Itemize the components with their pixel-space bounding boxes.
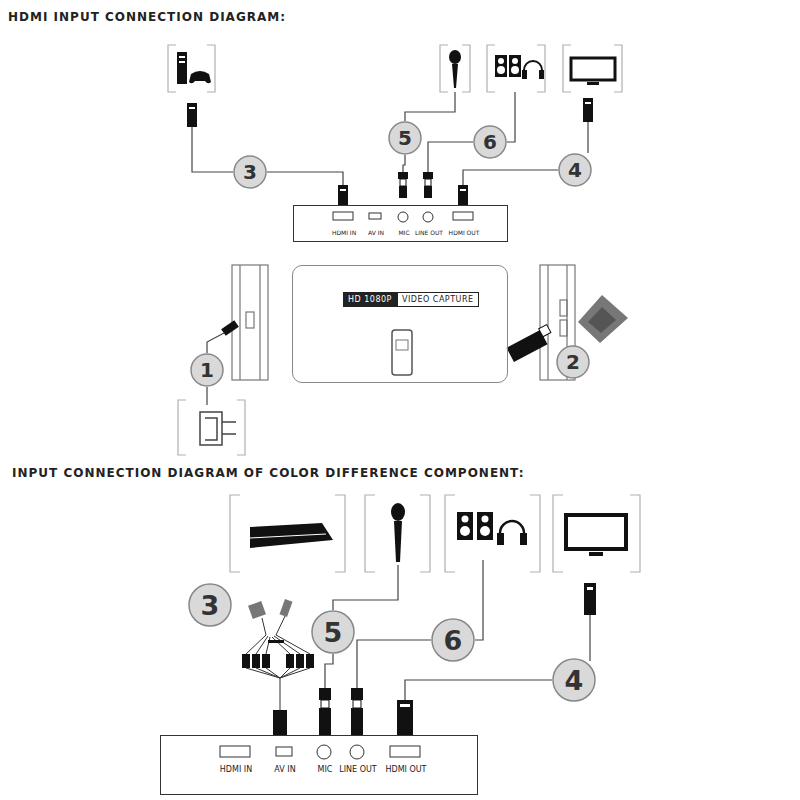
ports xyxy=(333,212,473,222)
sd-card xyxy=(578,295,628,343)
component-cable xyxy=(242,599,314,735)
port-label: AV IN xyxy=(274,765,295,774)
callout-circle: 6 xyxy=(473,125,507,159)
callout-number: 4 xyxy=(568,158,582,182)
port-label: AV IN xyxy=(368,229,384,236)
power-plug xyxy=(221,320,239,336)
device-front: HD 1080PVIDEO CAPTURE xyxy=(292,265,508,383)
device-back-panel: HDMI IN AV IN MIC LINE OUT HDMI OUT xyxy=(160,735,478,795)
callout-number: 6 xyxy=(483,130,497,154)
callout-circle: 5 xyxy=(388,121,422,155)
callout-number: 3 xyxy=(243,160,257,184)
wires xyxy=(325,560,590,700)
callout-circle: 2 xyxy=(556,345,590,379)
power-adapter xyxy=(200,412,236,445)
callout-circle: 4 xyxy=(558,153,592,187)
callout-circle: 6 xyxy=(431,618,475,662)
tv-icon xyxy=(571,58,615,85)
callout-number: 5 xyxy=(398,126,412,150)
plugs xyxy=(187,98,593,205)
port-label: LINE OUT xyxy=(339,765,376,774)
game-console-icon xyxy=(177,52,211,84)
tv-icon xyxy=(566,515,626,556)
callout-number: 1 xyxy=(200,358,214,382)
callout-number: 3 xyxy=(201,590,220,621)
button xyxy=(392,330,412,375)
product-label: VIDEO CAPTURE xyxy=(397,292,479,307)
microphone-icon xyxy=(391,503,405,562)
plugs xyxy=(319,583,596,735)
section-heading: INPUT CONNECTION DIAGRAM OF COLOR DIFFER… xyxy=(12,466,524,480)
callout-circle: 4 xyxy=(552,658,596,702)
ps3-console-icon xyxy=(250,523,333,548)
product-label: HD 1080P xyxy=(343,292,397,307)
port-label: HDMI IN xyxy=(220,765,252,774)
callout-number: 5 xyxy=(324,617,343,648)
diagram-title: HDMI INPUT CONNECTION DIAGRAM: xyxy=(8,10,286,24)
callout-number: 2 xyxy=(566,350,580,374)
icon-frames xyxy=(168,45,640,572)
ports xyxy=(220,745,420,759)
usb-stick xyxy=(506,325,550,362)
callout-circle: 5 xyxy=(311,610,355,654)
callout-circle: 3 xyxy=(188,583,232,627)
port-label: HDMI IN xyxy=(332,229,356,236)
microphone-icon xyxy=(449,50,461,88)
side-views xyxy=(232,265,575,380)
port-label: HDMI OUT xyxy=(449,229,480,236)
wires xyxy=(192,92,588,405)
port-label: MIC xyxy=(398,229,409,236)
callout-circle: 1 xyxy=(190,353,224,387)
port-label: LINE OUT xyxy=(415,229,443,236)
callout-circle: 3 xyxy=(233,155,267,189)
speakers-headphones-icon xyxy=(457,512,527,545)
device-back-panel: HDMI IN AV IN MIC LINE OUT HDMI OUT xyxy=(293,205,508,242)
speakers-headphones-icon xyxy=(495,55,544,79)
port-label: HDMI OUT xyxy=(385,765,426,774)
port-label: MIC xyxy=(318,765,333,774)
callout-number: 4 xyxy=(565,665,584,696)
callout-number: 6 xyxy=(444,625,463,656)
